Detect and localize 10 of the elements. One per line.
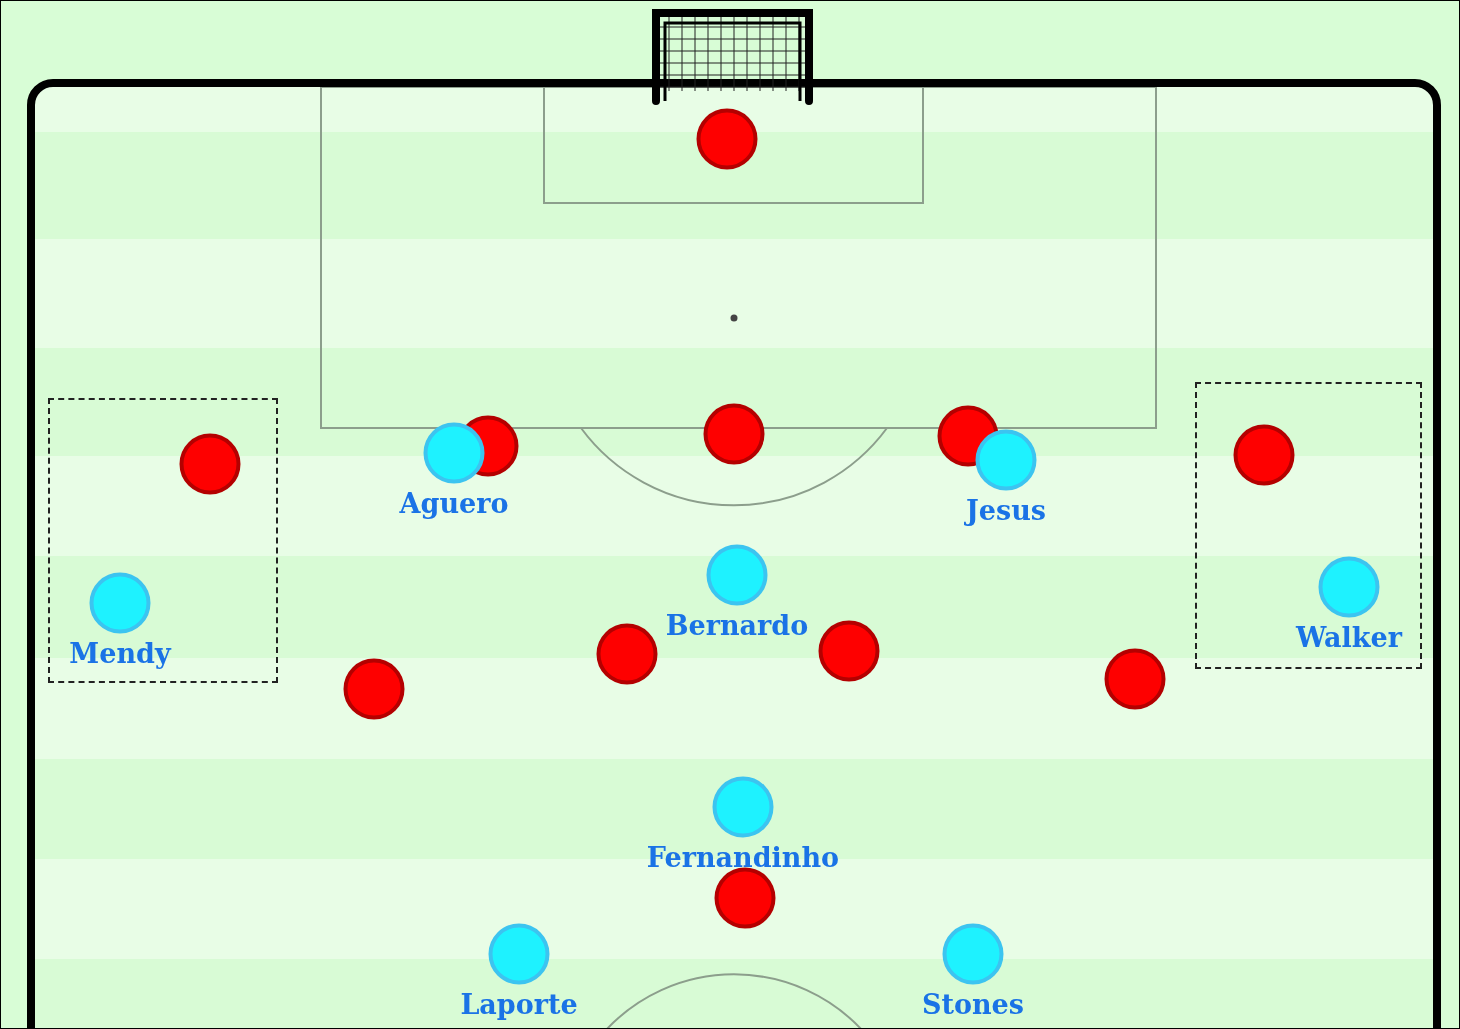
player-name: Aguero [399, 488, 509, 520]
zone-box [48, 398, 278, 683]
player-name: Bernardo [665, 610, 809, 642]
player-name: Laporte [460, 989, 578, 1021]
player-name: Walker [1296, 622, 1402, 654]
player-name: Mendy [69, 638, 171, 670]
zone-box [1195, 382, 1422, 669]
player-name: Fernandinho [646, 842, 840, 874]
player-name: Stones [922, 989, 1024, 1021]
player-name: Jesus [966, 495, 1046, 527]
